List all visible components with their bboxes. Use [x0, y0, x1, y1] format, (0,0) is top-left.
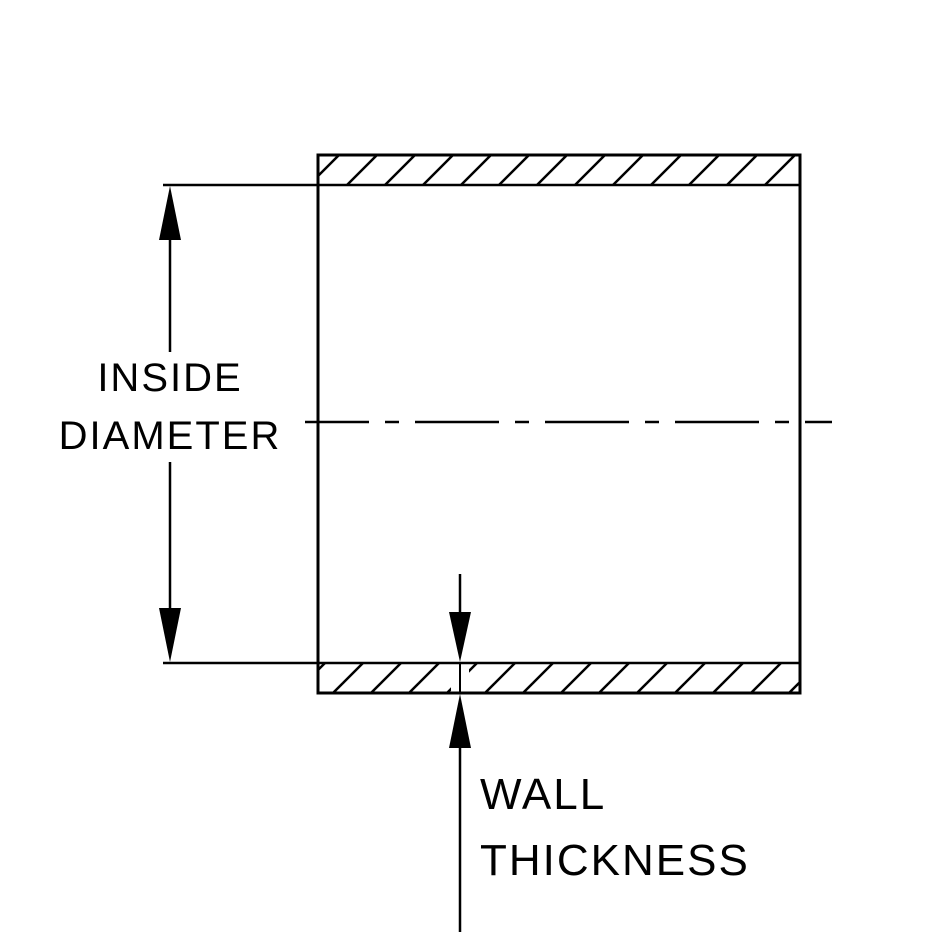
arrow-down	[449, 612, 471, 662]
inside-diameter-dimension	[159, 183, 318, 665]
wall-thickness-dimension	[449, 574, 471, 932]
bottom-wall-hatch	[316, 661, 802, 695]
arrow-down	[159, 608, 181, 662]
inside-diameter-label-line2: DIAMETER	[35, 414, 305, 459]
wall-thickness-label-line2: THICKNESS	[480, 836, 750, 886]
inside-diameter-label-line1: INSIDE	[35, 356, 305, 401]
top-wall-hatch	[316, 153, 802, 187]
arrow-up	[449, 694, 471, 748]
tube-outline	[316, 153, 802, 695]
wall-thickness-label-line1: WALL	[480, 770, 607, 820]
arrow-up	[159, 186, 181, 240]
